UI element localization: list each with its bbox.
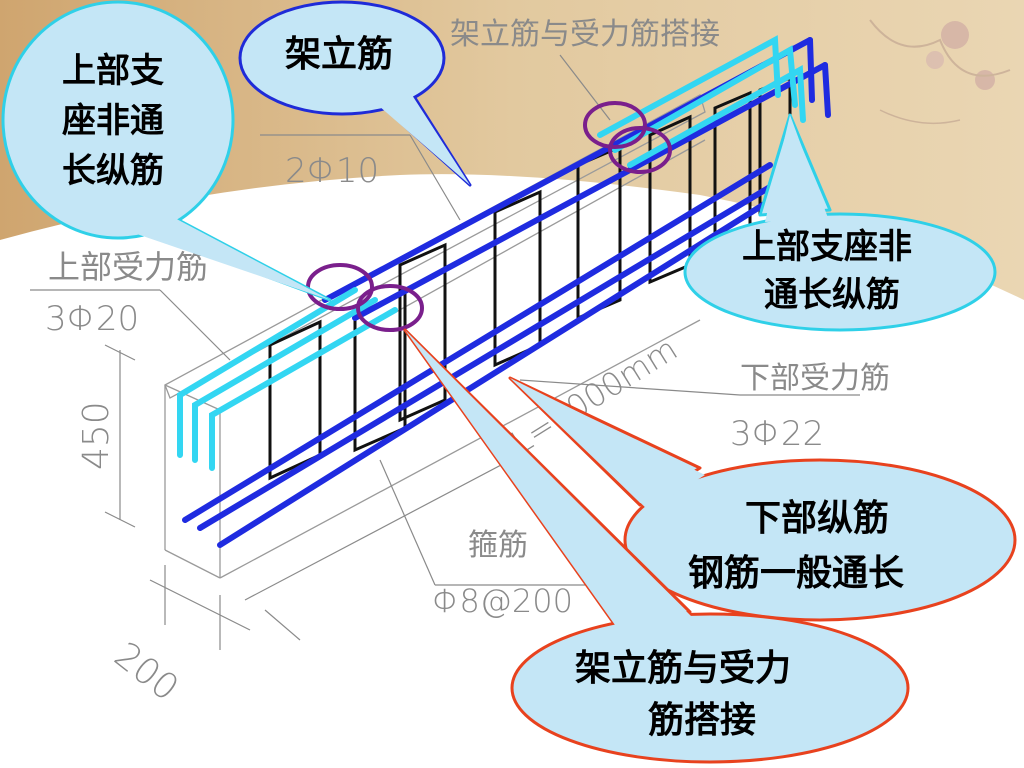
- support-bars-right: [597, 35, 806, 168]
- callout-top-left: 上部支 座非通 长纵筋: [1, 0, 332, 302]
- callout-top-left-line3: 长纵筋: [62, 151, 164, 191]
- callout-top-right: 上部支座非 通长纵筋: [683, 113, 997, 332]
- stirrup-title-label: 箍筋: [468, 528, 528, 563]
- bottom-bars: [182, 162, 793, 548]
- lap-marker: [583, 101, 647, 149]
- dimension-lines: [30, 54, 860, 650]
- bottom-bar-spec-label: 3Φ22: [730, 414, 824, 454]
- erection-spec-label: 2Φ10: [285, 151, 379, 191]
- bottom-bar: [182, 162, 773, 523]
- callout-lap-splice-line2: 筋搭接: [648, 700, 756, 741]
- callout-bottom-bars: 下部纵筋 钢筋一般通长: [508, 376, 1017, 622]
- callout-erection-bar-text: 架立筋: [285, 34, 393, 75]
- bottom-bar-title-label: 下部受力筋: [740, 361, 890, 396]
- lap-title-label: 架立筋与受力筋搭接: [450, 17, 720, 52]
- stirrup-spec-label: Φ8@200: [432, 582, 573, 620]
- top-bar-title-label: 上部受力筋: [48, 248, 208, 286]
- stirrup: [398, 242, 447, 423]
- lap-marker: [608, 126, 672, 174]
- callout-lap-splice-line1: 架立筋与受力: [575, 648, 791, 689]
- stirrup: [576, 144, 622, 321]
- callout-top-left-line2: 座非通: [62, 101, 164, 141]
- callout-lap-splice: 架立筋与受力 筋搭接: [403, 328, 910, 764]
- callout-top-right-line1: 上部支座非: [742, 227, 912, 267]
- flower-ornament-icon: [869, 19, 1011, 125]
- callout-bottom-bars-line1: 下部纵筋: [745, 498, 889, 539]
- top-bar-spec-label: 3Φ20: [45, 299, 139, 339]
- support-bars-left: [177, 287, 398, 471]
- callout-erection-bar: 架立筋: [238, 0, 472, 187]
- callout-bottom-bars-line2: 钢筋一般通长: [688, 553, 904, 594]
- callout-top-left-line1: 上部支: [62, 51, 164, 91]
- callout-top-right-line2: 通长纵筋: [764, 275, 900, 315]
- height-dim-label: 450: [76, 401, 117, 470]
- lap-marker: [356, 284, 424, 332]
